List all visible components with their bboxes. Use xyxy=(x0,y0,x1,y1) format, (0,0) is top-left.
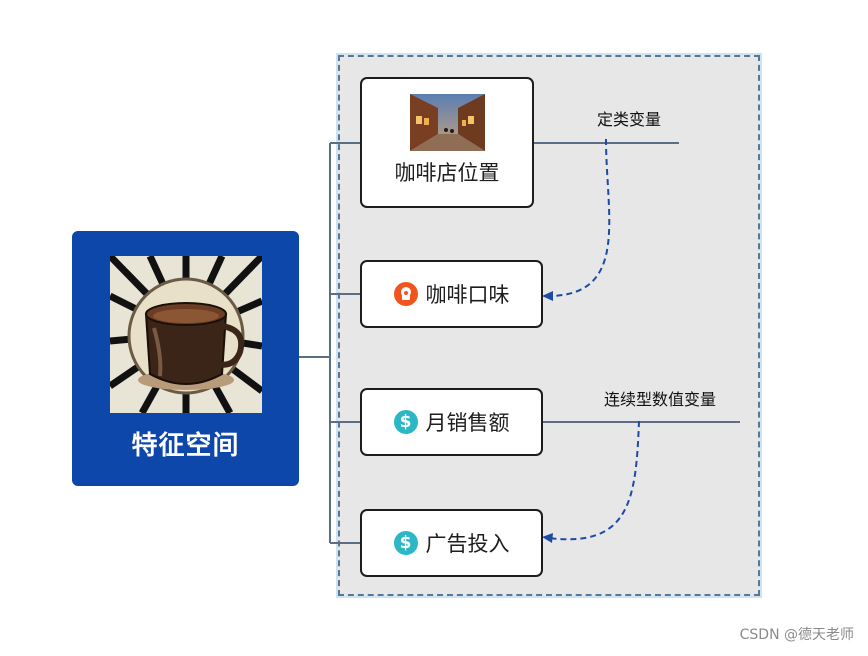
categorical-arrowhead xyxy=(542,291,553,301)
dollar-icon: $ xyxy=(393,531,418,555)
root-label: 特征空间 xyxy=(131,431,240,461)
dollar-icon: $ xyxy=(393,410,418,434)
street-photo-image xyxy=(409,94,485,151)
chef-icon xyxy=(393,282,418,306)
continuous-arrowhead xyxy=(542,533,553,543)
node-coffee-flavor-label: 咖啡口味 xyxy=(425,283,510,307)
continuous-dashed-arrow xyxy=(547,420,640,541)
categorical-variable-label: 定类变量 xyxy=(597,110,662,129)
node-cafe-location: 咖啡店位置 xyxy=(360,77,534,208)
node-monthly-sales: $ 月销售额 xyxy=(360,388,543,456)
node-cafe-location-label: 咖啡店位置 xyxy=(394,161,500,185)
coffee-cup-image xyxy=(110,256,262,413)
node-coffee-flavor: 咖啡口味 xyxy=(360,260,543,328)
categorical-dashed-arrow xyxy=(547,138,611,297)
root-node: 特征空间 xyxy=(72,231,299,486)
watermark: CSDN @德天老师 xyxy=(739,627,854,643)
node-ad-spend: $ 广告投入 xyxy=(360,509,543,577)
continuous-variable-label: 连续型数值变量 xyxy=(604,390,717,409)
node-monthly-sales-label: 月销售额 xyxy=(425,411,510,435)
node-ad-spend-label: 广告投入 xyxy=(425,532,510,556)
